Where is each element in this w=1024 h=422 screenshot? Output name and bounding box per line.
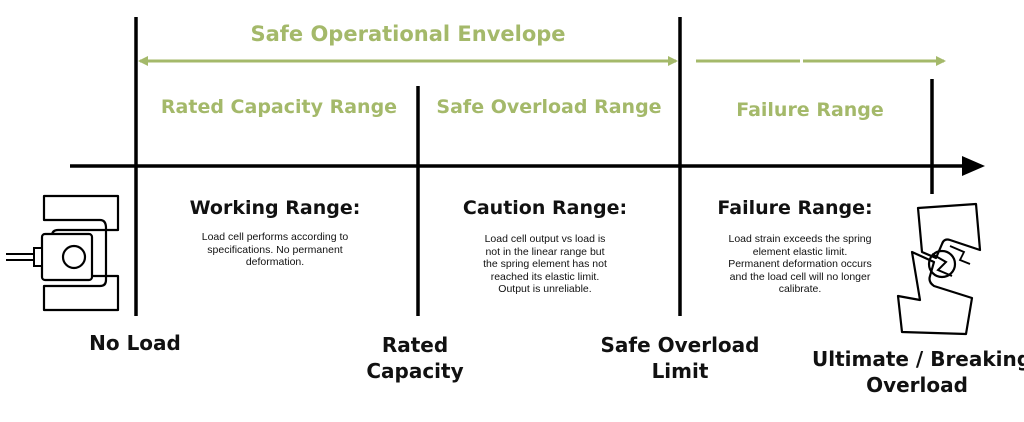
description-line: Permanent deformation occurs [728, 258, 872, 270]
label-line: Ultimate / Breaking [812, 347, 1024, 371]
rated-capacity-range-label: Rated Capacity Range [160, 96, 398, 118]
description-line: element elastic limit. [752, 245, 848, 258]
description-line: deformation. [245, 256, 305, 268]
label-line: Limit [651, 359, 709, 383]
label-line: Overload [866, 373, 968, 397]
label-line: Safe Overload [600, 333, 760, 357]
description-line: Load cell output vs load is [484, 233, 606, 245]
description-line: reached its elastic limit. [490, 270, 600, 283]
description-line: and the load cell will no longer [729, 270, 871, 283]
safe-overload-range-label: Safe Overload Range [436, 96, 662, 118]
load-axis-arrowhead [962, 156, 985, 176]
working-range-description: Load cell performs according to specific… [170, 231, 380, 269]
no-load-label: No Load [60, 330, 210, 356]
description-line: Load strain exceeds the spring [728, 233, 872, 245]
label-line: No Load [89, 331, 181, 355]
working-range-title: Working Range: [189, 197, 361, 219]
caution-range-description: Load cell output vs load is not in the l… [440, 233, 650, 296]
description-line: the spring element has not [483, 258, 607, 270]
failure-range-label: Failure Range [736, 99, 884, 121]
label-line: Rated [381, 333, 449, 357]
safe-overload-limit-label: Safe Overload Limit [595, 332, 765, 384]
caution-range-title: Caution Range: [462, 197, 628, 219]
description-line: Output is unreliable. [498, 283, 592, 295]
rated-capacity-label: Rated Capacity [340, 332, 490, 384]
envelope-label: Safe Operational Envelope [250, 22, 566, 46]
description-line: specifications. No permanent [207, 243, 343, 256]
description-line: not in the linear range but [485, 245, 605, 258]
description-line: calibrate. [778, 283, 822, 295]
ultimate-breaking-overload-label: Ultimate / Breaking Overload [812, 346, 1024, 398]
failure-range-description: Load strain exceeds the spring element e… [695, 233, 905, 296]
description-line: Load cell performs according to [201, 231, 349, 243]
label-line: Capacity [366, 359, 464, 383]
broken-load-cell-icon [896, 202, 982, 336]
failure-range-title: Failure Range: [717, 197, 873, 219]
s-type-load-cell-icon [6, 194, 120, 312]
